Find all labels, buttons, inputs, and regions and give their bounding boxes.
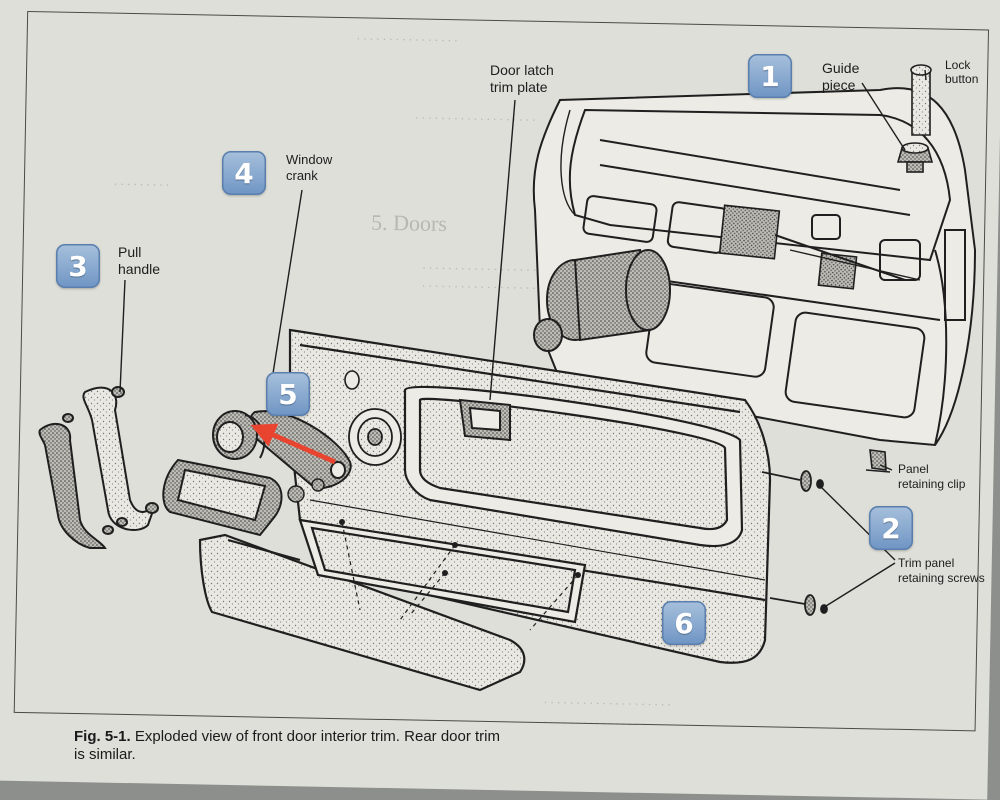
label-door-latch-trim-plate: Door latch trim plate [490,62,554,95]
pocket-screws [339,519,581,578]
handle-back-piece [38,413,128,549]
badge-2: 2 [869,506,913,550]
assembly-lines [341,521,579,631]
label-guide-piece: Guide piece [822,60,860,93]
retaining-screws [761,470,828,616]
label-pull-handle: Pull handle [118,244,161,277]
bezel-screws [287,478,325,503]
label-trim-panel-retaining-screws: Trim panel retaining screws [898,556,985,585]
window-crank-part [212,410,266,460]
lock-button-part [910,64,932,136]
label-panel-retaining-clip: Panel retaining clip [898,462,966,491]
label-window-crank: Window crank [286,152,333,183]
speaker-grille [348,408,402,466]
figure-caption: Fig. 5-1. Exploded view of front door in… [74,728,514,764]
badge-3: 3 [56,244,100,288]
label-lock-button: Lock button [945,58,979,86]
caption-figure-number: Fig. 5-1. [74,728,131,745]
caption-text: Exploded view of front door interior tri… [74,728,501,763]
door-trim-diagram [38,64,977,692]
guide-piece-part [896,142,934,173]
latch-trim-plate [458,398,511,442]
armrest-pocket [198,518,587,692]
window-regulator [718,204,921,290]
handle-bezel [162,458,283,537]
removal-arrow [250,423,337,465]
panel-hole [344,370,360,390]
badge-6: 6 [662,601,706,645]
badge-4: 4 [222,151,266,195]
pull-handle-part [82,386,159,531]
retaining-clip [865,449,891,473]
badge-5: 5 [266,372,310,416]
speaker-cylinder [533,248,671,352]
badge-1: 1 [748,54,792,98]
